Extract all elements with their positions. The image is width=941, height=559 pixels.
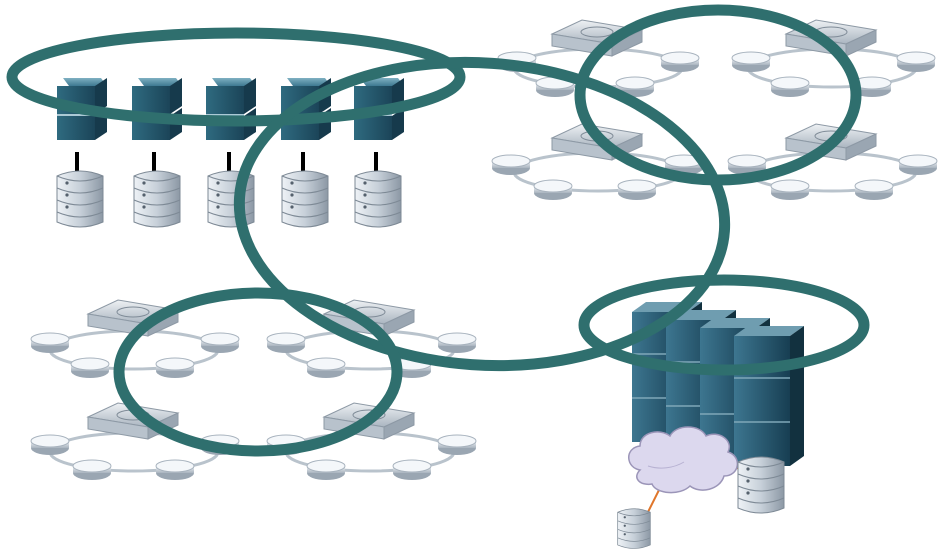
lan-segment xyxy=(731,19,936,98)
workstation-node-icon xyxy=(731,51,771,73)
workstation-node-icon xyxy=(437,434,477,456)
workstation-node-icon xyxy=(155,357,195,379)
storage-disk-icon xyxy=(281,170,329,228)
workstation-node-icon xyxy=(155,459,195,481)
rack-server-icon xyxy=(131,77,183,141)
ring-central-grid xyxy=(233,56,731,372)
rack-server-icon xyxy=(205,77,257,141)
workstation-node-icon xyxy=(660,51,700,73)
mainframe-cloud-group xyxy=(617,301,805,549)
workstation-node-icon xyxy=(392,459,432,481)
ring-server-farm xyxy=(6,27,466,127)
storage-disk-icon xyxy=(737,456,785,514)
storage-disk-icon xyxy=(133,170,181,228)
workstation-node-icon xyxy=(306,357,346,379)
lan-segment xyxy=(727,123,938,201)
network-cloud-icon xyxy=(628,426,738,494)
storage-disk-icon xyxy=(617,508,651,549)
workstation-node-icon xyxy=(437,332,477,354)
workstation-node-icon xyxy=(30,332,70,354)
workstation-node-icon xyxy=(306,459,346,481)
workstation-node-icon xyxy=(70,357,110,379)
workstation-node-icon xyxy=(200,332,240,354)
workstation-node-icon xyxy=(533,179,573,201)
workstation-node-icon xyxy=(770,179,810,201)
ring-top-right-lans xyxy=(574,4,862,186)
workstation-node-icon xyxy=(491,154,531,176)
server-farm xyxy=(56,77,405,228)
workstation-node-icon xyxy=(72,459,112,481)
workstation-node-icon xyxy=(896,51,936,73)
ring-mainframe xyxy=(578,274,870,376)
server-disk-links xyxy=(75,152,378,172)
storage-disk-icon xyxy=(56,170,104,228)
workstation-node-icon xyxy=(30,434,70,456)
workstation-node-icon xyxy=(898,154,938,176)
workstation-node-icon xyxy=(617,179,657,201)
federation-rings xyxy=(6,4,870,457)
workstation-node-icon xyxy=(770,76,810,98)
storage-disk-icon xyxy=(354,170,402,228)
ring-bottom-left-lans xyxy=(113,287,403,457)
workstation-node-icon xyxy=(854,179,894,201)
workstation-node-icon xyxy=(266,332,306,354)
